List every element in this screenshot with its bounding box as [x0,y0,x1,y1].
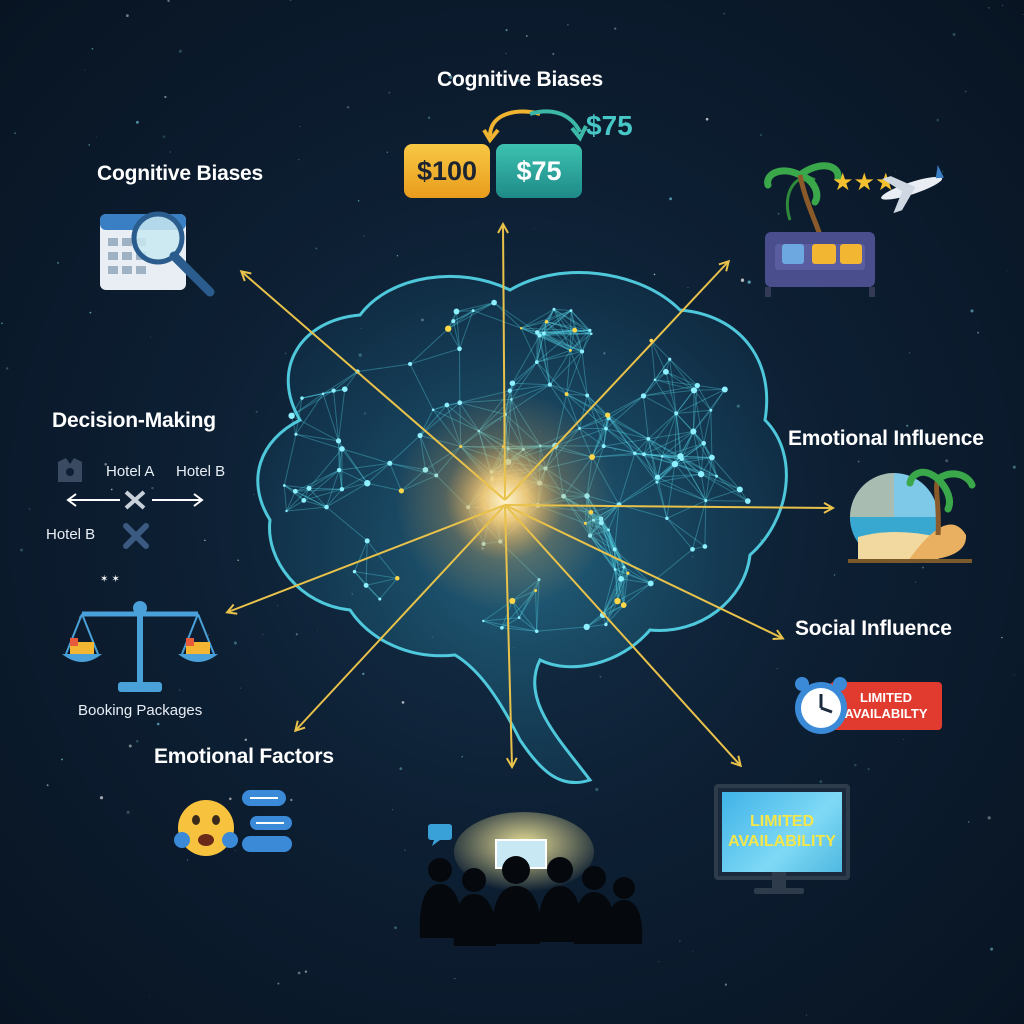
badge-line-2: AVAILABILTY [844,706,928,721]
svg-text:✶ ✶: ✶ ✶ [100,574,120,585]
price-floating: $75 [586,110,633,141]
arrow-right [504,505,832,508]
compare-arrows-icon [66,490,204,510]
beach-island-icon [848,468,976,563]
label-emotional-influence: Emotional Influence [788,427,984,450]
svg-text:★★★: ★★★ [832,168,897,196]
worried-face-icon [174,790,292,856]
monitor-line-1: LIMITED [750,813,814,830]
arrow-bottom [504,504,512,766]
arrow-left [228,504,506,612]
price-tag-new: $75 [496,144,582,198]
hotel-b-left-label: Hotel B [46,526,96,543]
arrow-top-left [242,272,506,501]
vacation-rental-icon: ★★★ [764,162,944,297]
balance-scale-icon: ✶ ✶ [62,574,218,692]
arrow-top [503,225,505,501]
monitor-stand [754,872,804,894]
label-decision-making: Decision-Making [52,409,216,432]
monitor-screen: LIMITED AVAILABILITY [722,792,842,872]
label-top-left-cognitive-biases: Cognitive Biases [97,162,264,185]
label-social-influence: Social Influence [795,617,952,640]
price-tag-old: $100 [404,144,490,198]
monitor: LIMITED AVAILABILITY [714,784,850,880]
hotel-icon [58,458,82,482]
hotel-b-right-label: Hotel B [176,463,226,480]
badge-line-1: LIMITED [860,690,912,705]
alarm-clock-icon [795,677,847,734]
arrow-top-right [504,262,728,501]
group-watching-screen-icon [419,812,643,946]
arrow-lower-right [504,504,782,638]
label-emotional-factors: Emotional Factors [154,745,334,768]
monitor-line-2: AVAILABILITY [728,833,836,850]
label-top-cognitive-biases: Cognitive Biases [437,68,604,91]
label-booking-packages: Booking Packages [78,702,203,719]
cross-icon [123,523,149,549]
arrow-bottom-right [504,504,740,765]
hotel-a-label: Hotel A [106,463,155,480]
swap-arrows-icon [482,109,588,144]
calendar-magnifier-icon [100,211,215,297]
arrow-bottom-left [296,504,506,730]
limited-availability-badge: LIMITED AVAILABILTY [830,682,942,730]
